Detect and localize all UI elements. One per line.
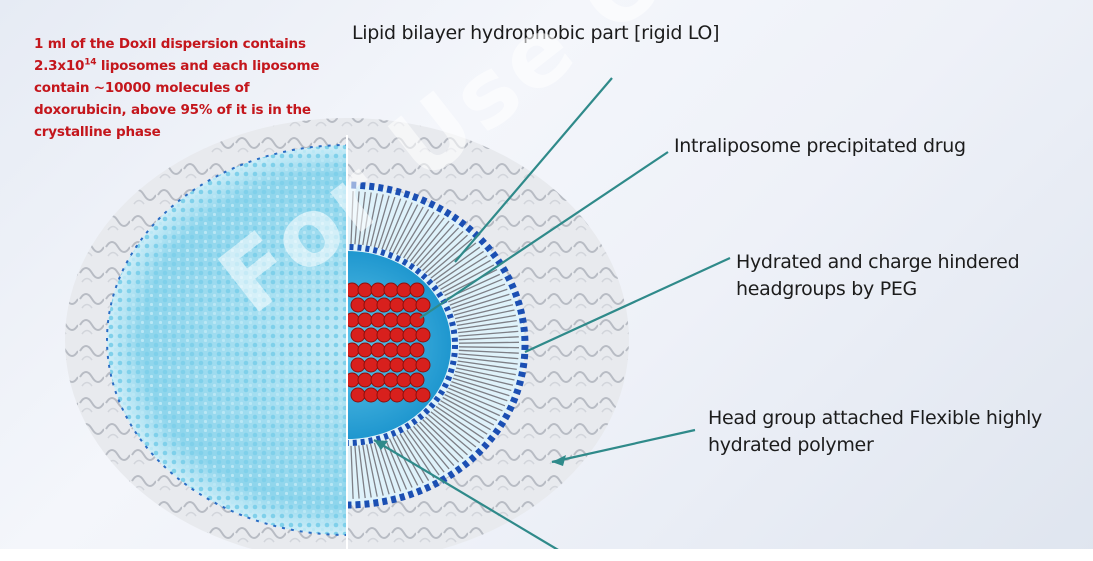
drug-molecule	[351, 328, 365, 342]
drug-molecule	[410, 313, 424, 327]
label-precipitated-drug: Intraliposome precipitated drug	[674, 133, 966, 160]
drug-molecule	[390, 328, 404, 342]
label-lipid-bilayer: Lipid bilayer hydrophobic part [rigid LO…	[352, 20, 719, 47]
note-line-3: contain ~10000 molecules of	[34, 77, 344, 99]
drug-molecule	[390, 298, 404, 312]
drug-molecule	[403, 328, 417, 342]
note-line-2-sup: 14	[84, 58, 96, 68]
drug-molecule	[403, 358, 417, 372]
note-line-2-pre: 2.3x10	[34, 58, 84, 74]
drug-molecule	[410, 283, 424, 297]
drug-molecule	[384, 283, 398, 297]
note-line-1: 1 ml of the Doxil dispersion contains	[34, 33, 344, 55]
label-hydrated-headgroups: Hydrated and charge hindered headgroups …	[736, 249, 1076, 303]
lipid-tail	[459, 342, 519, 343]
drug-molecule	[416, 388, 430, 402]
drug-molecule	[384, 343, 398, 357]
drug-molecule	[364, 328, 378, 342]
drug-molecule	[397, 373, 411, 387]
drug-molecule	[358, 313, 372, 327]
drug-molecule	[403, 388, 417, 402]
drug-molecule	[358, 373, 372, 387]
drug-molecule	[397, 343, 411, 357]
note-line-2-post: liposomes and each liposome	[96, 58, 319, 74]
drug-molecule	[371, 313, 385, 327]
drug-molecule	[410, 343, 424, 357]
drug-molecule	[377, 358, 391, 372]
drug-molecule	[390, 388, 404, 402]
drug-molecule	[364, 298, 378, 312]
drug-molecule	[410, 373, 424, 387]
drug-molecule	[351, 358, 365, 372]
bottom-strip	[0, 549, 1093, 561]
drug-molecule	[371, 373, 385, 387]
drug-molecule	[377, 388, 391, 402]
drug-molecule	[403, 298, 417, 312]
drug-molecule	[371, 343, 385, 357]
note-line-2: 2.3x1014 liposomes and each liposome	[34, 55, 344, 77]
drug-molecule	[397, 283, 411, 297]
drug-molecule	[358, 283, 372, 297]
drug-molecule	[351, 388, 365, 402]
drug-molecule	[358, 343, 372, 357]
drug-molecule	[416, 298, 430, 312]
label-head-group-polymer: Head group attached Flexible highly hydr…	[708, 405, 1088, 459]
drug-molecule	[384, 313, 398, 327]
drug-molecule	[364, 358, 378, 372]
doxil-facts-note: 1 ml of the Doxil dispersion contains 2.…	[34, 33, 344, 143]
drug-molecule	[364, 388, 378, 402]
drug-molecule	[416, 328, 430, 342]
note-line-4: doxorubicin, above 95% of it is in the	[34, 99, 344, 121]
drug-molecule	[416, 358, 430, 372]
drug-molecule	[377, 298, 391, 312]
drug-molecule	[377, 328, 391, 342]
drug-molecule	[351, 298, 365, 312]
lipid-tail	[459, 347, 519, 348]
drug-molecule	[384, 373, 398, 387]
drug-molecule	[390, 358, 404, 372]
note-line-5: crystalline phase	[34, 121, 344, 143]
drug-molecule	[371, 283, 385, 297]
drug-molecule	[397, 313, 411, 327]
